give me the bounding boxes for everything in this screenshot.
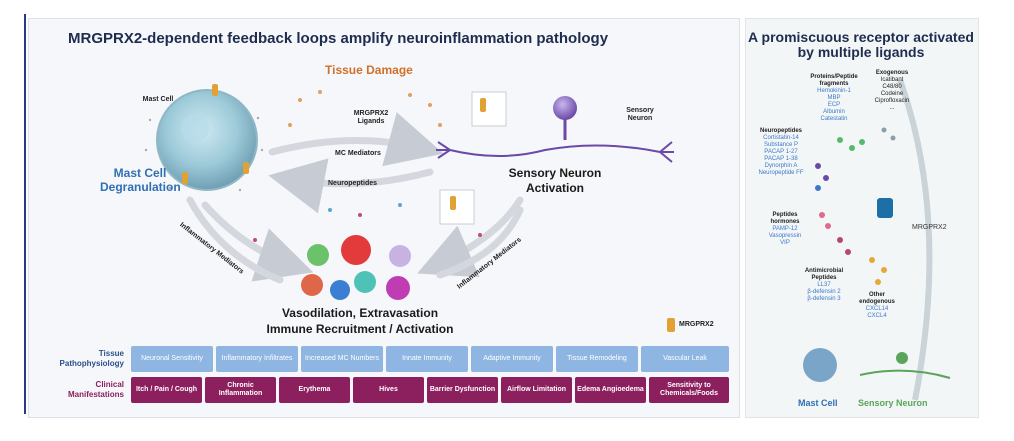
protein-item: ECP bbox=[827, 102, 841, 108]
side-ligand-dots bbox=[815, 127, 896, 285]
side-sensory-neuron-label: Sensory Neuron bbox=[858, 398, 928, 408]
pathophysiology-cell: Neuronal Sensitivity bbox=[131, 346, 213, 372]
mast-cell-label: Mast Cell bbox=[142, 96, 174, 103]
immune-cells-graphic bbox=[301, 235, 411, 300]
hormone-head: Peptides hormones bbox=[770, 212, 800, 225]
pathophysiology-cell: Tissue Remodeling bbox=[556, 346, 638, 372]
ligands-label: MRGPRX2 Ligands bbox=[353, 110, 389, 125]
neuro-head: Neuropeptides bbox=[759, 128, 802, 134]
protein-ligand-group: Proteins/Peptide fragments Hemokinin-1 M… bbox=[808, 74, 860, 123]
other-item: CXCL14 bbox=[865, 306, 889, 312]
amp-item: β-defensin 2 bbox=[807, 289, 841, 295]
other-ligand-group: Other endogenous CXCL14 CXCL4 bbox=[856, 292, 898, 320]
main-title: MRGPRX2-dependent feedback loops amplify… bbox=[68, 30, 609, 47]
protein-head: Proteins/Peptide fragments bbox=[810, 74, 858, 87]
neuro-item: Cortistatin-14 bbox=[763, 135, 799, 141]
pathophysiology-cell: Adaptive Immunity bbox=[471, 346, 553, 372]
mini-sensory-neuron bbox=[859, 352, 951, 379]
manifestation-cell: Airflow Limitation bbox=[501, 377, 572, 403]
side-mast-cell-label: Mast Cell bbox=[798, 398, 838, 408]
other-item: CXCL4 bbox=[867, 313, 887, 319]
manifestation-cell: Itch / Pain / Cough bbox=[131, 377, 202, 403]
exo-item: ... bbox=[889, 105, 895, 111]
exo-item: C48/80 bbox=[882, 84, 902, 90]
other-head: Other endogenous bbox=[859, 292, 895, 305]
mrgprx2-receptor-icon bbox=[877, 198, 893, 218]
hormone-item: PAMP-12 bbox=[772, 226, 798, 232]
manifestation-cell: Erythema bbox=[279, 377, 350, 403]
neuro-item: Neuropeptide FF bbox=[758, 170, 804, 176]
receptor-label: MRGPRX2 bbox=[912, 224, 947, 231]
left-accent-rule bbox=[24, 14, 26, 414]
hormone-ligand-group: Peptides hormones PAMP-12 Vasopressin VI… bbox=[762, 212, 808, 247]
pathophysiology-cell: Inflammatory Infiltrates bbox=[216, 346, 298, 372]
sensory-neuron-graphic bbox=[436, 96, 674, 163]
protein-item: Catestatin bbox=[820, 116, 848, 122]
mc-degranulation-label: Mast Cell Degranulation bbox=[100, 166, 181, 194]
exo-head: Exogenous bbox=[875, 70, 909, 76]
neuro-item: PACAP 1-27 bbox=[764, 149, 798, 155]
amp-item: β-defensin 3 bbox=[807, 296, 841, 302]
neuropeptides-label: Neuropeptides bbox=[328, 180, 378, 187]
row-label-pathophysiology: Tissue Pathophysiology bbox=[59, 349, 124, 368]
sn-activation-label: Sensory Neuron Activation bbox=[508, 166, 602, 195]
neuro-item: Substance P bbox=[763, 142, 799, 148]
pathophysiology-cell: Innate Immunity bbox=[386, 346, 468, 372]
feedback-arrows bbox=[186, 112, 524, 284]
pathophysiology-cell: Vascular Leak bbox=[641, 346, 729, 372]
manifestation-cell: Sensitivity to Chemicals/Foods bbox=[649, 377, 729, 403]
neuro-item: PACAP 1-38 bbox=[764, 156, 798, 162]
neuro-item: Dynorphin A bbox=[764, 163, 798, 169]
exo-item: Ciprofloxacin bbox=[874, 98, 910, 104]
manifestation-cell: Chronic Inflammation bbox=[205, 377, 276, 403]
receptor-inset-bottom bbox=[439, 189, 475, 225]
ligand-side-panel bbox=[745, 18, 979, 418]
receptor-legend-icon bbox=[667, 318, 675, 332]
manifestation-cell: Edema Angioedema bbox=[575, 377, 646, 403]
row-label-manifestations: Clinical Manifestations bbox=[67, 380, 124, 399]
side-title: A promiscuous receptor activated by mult… bbox=[748, 29, 974, 60]
immune-recruitment-label: Immune Recruitment / Activation bbox=[266, 322, 454, 336]
vasodilation-label: Vasodilation, Extravasation bbox=[281, 306, 439, 320]
protein-item: Albumin bbox=[823, 109, 845, 115]
receptor-inset-top bbox=[471, 91, 507, 127]
hormone-item: Vasopressin bbox=[768, 233, 802, 239]
mini-mast-cell bbox=[803, 348, 837, 382]
hormone-item: VIP bbox=[780, 240, 790, 246]
sensory-neuron-label: Sensory Neuron bbox=[626, 107, 654, 122]
amp-ligand-group: Antimicrobial Peptides LL37 β-defensin 2… bbox=[800, 268, 848, 303]
mc-mediators-label: MC Mediators bbox=[335, 150, 381, 157]
exo-item: Codeine bbox=[880, 91, 904, 97]
protein-item: Hemokinin-1 bbox=[817, 88, 851, 94]
ligand-dots bbox=[253, 90, 482, 242]
mast-cell-graphic bbox=[144, 84, 264, 192]
mrgprx2-legend-label: MRGPRX2 bbox=[679, 321, 714, 328]
manifestation-cell: Barrier Dysfunction bbox=[427, 377, 498, 403]
exo-item: Icatibant bbox=[880, 77, 904, 83]
protein-item: MBP bbox=[827, 95, 841, 101]
neuropeptide-ligand-group: Neuropeptides Cortistatin-14 Substance P… bbox=[752, 128, 810, 177]
tissue-damage-label: Tissue Damage bbox=[325, 63, 413, 77]
amp-item: LL37 bbox=[817, 282, 831, 288]
pathophysiology-cell: Increased MC Numbers bbox=[301, 346, 383, 372]
exogenous-ligand-group: Exogenous Icatibant C48/80 Codeine Cipro… bbox=[866, 70, 918, 112]
amp-head: Antimicrobial Peptides bbox=[804, 268, 844, 281]
manifestation-cell: Hives bbox=[353, 377, 424, 403]
cell-membrane bbox=[897, 78, 933, 401]
